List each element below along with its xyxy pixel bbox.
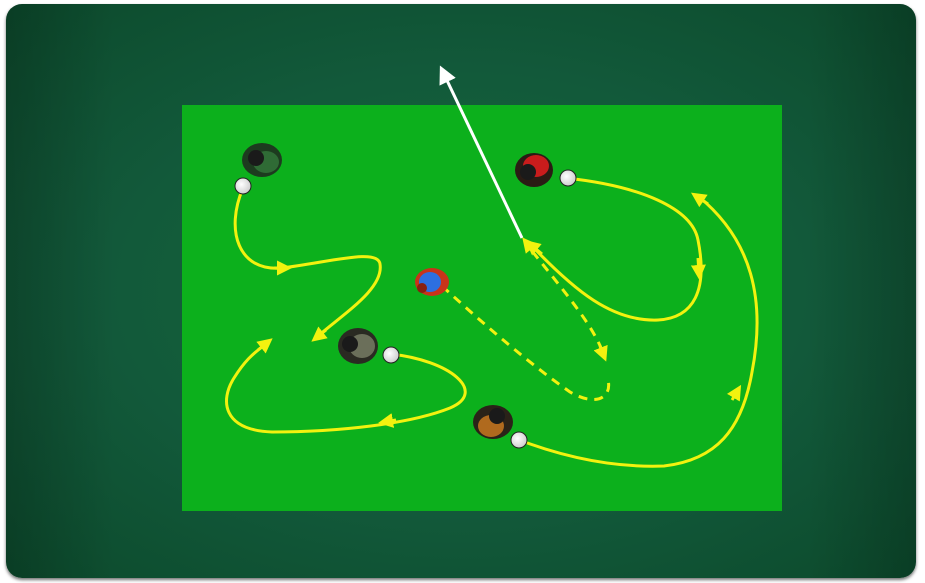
player-green xyxy=(242,143,282,177)
player-grey xyxy=(338,328,378,364)
ball-orange xyxy=(511,432,527,448)
dribble-arrowhead-5 xyxy=(698,258,699,274)
dribble-arrowhead-3 xyxy=(384,420,396,422)
player-blue xyxy=(415,268,449,296)
ball-green xyxy=(235,178,251,194)
ball-grey xyxy=(383,347,399,363)
player-orange xyxy=(473,405,513,439)
ball-red xyxy=(560,170,576,186)
player-red xyxy=(515,153,553,187)
